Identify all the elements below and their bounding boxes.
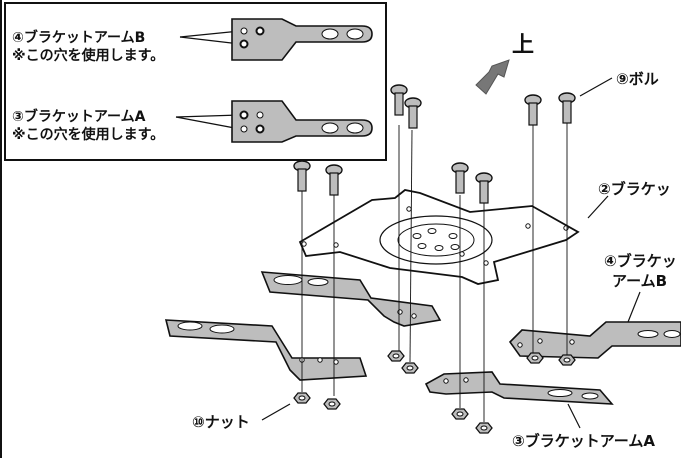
bolt <box>390 84 408 116</box>
nut-callout: ⑩ナット <box>192 413 250 431</box>
left-lower-arm <box>164 319 368 381</box>
inset-bracket-b-label: ④ブラケットアームB <box>12 29 145 46</box>
inset-bracket-b-drawing <box>231 18 373 61</box>
left-upper-arm <box>260 271 442 327</box>
right-arm-a <box>424 371 614 405</box>
nut <box>401 362 419 374</box>
arm-a-callout: ③ブラケットアームA <box>512 432 655 450</box>
nut <box>323 398 341 410</box>
bolt <box>451 162 469 194</box>
leader-lines <box>261 77 641 429</box>
up-arrow <box>475 59 510 95</box>
bolts <box>293 84 576 204</box>
inset-box: ④ブラケットアームB ※この穴を使用します。 ③ブラケットアームA ※この穴を使… <box>4 2 387 161</box>
bolt <box>558 92 576 124</box>
right-arm-b <box>508 321 681 359</box>
nuts <box>293 350 576 434</box>
up-label: 上 <box>512 33 534 58</box>
arm-b-callout-line2: アームB <box>612 272 667 290</box>
nut <box>526 352 544 364</box>
nut <box>451 408 469 420</box>
nut <box>387 350 405 362</box>
inset-bracket-a-note: ※この穴を使用します。 <box>12 126 164 143</box>
bolt <box>524 94 542 126</box>
main-bracket-plate <box>298 189 580 285</box>
nut <box>293 392 311 404</box>
bolt <box>404 97 422 129</box>
bracket-callout: ②ブラケッ <box>598 180 671 198</box>
bolt <box>293 160 311 192</box>
nut <box>558 354 576 366</box>
bolt <box>475 172 493 204</box>
arm-b-callout-line1: ④ブラケッ <box>604 252 677 270</box>
inset-bracket-a-label: ③ブラケットアームA <box>12 108 146 125</box>
guide-lines <box>301 120 568 422</box>
nut <box>475 422 493 434</box>
inset-bracket-b-note: ※この穴を使用します。 <box>12 47 164 64</box>
bolt-callout: ⑨ボル <box>616 70 659 88</box>
inset-bracket-a-drawing <box>231 100 373 143</box>
bolt <box>325 164 343 196</box>
